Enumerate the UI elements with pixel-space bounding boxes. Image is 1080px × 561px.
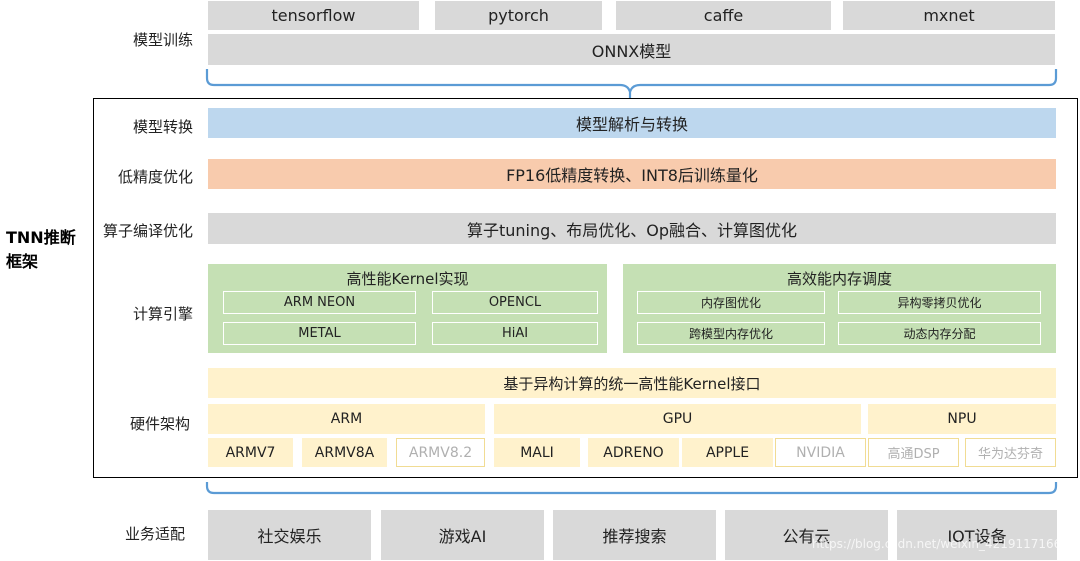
hw-group-arm: ARM: [208, 404, 485, 434]
chip-huawei-davinci: 华为达芬奇: [965, 438, 1056, 467]
kernel-item-arm-neon: ARM NEON: [223, 291, 416, 314]
hw-group-gpu: GPU: [494, 404, 861, 434]
memory-item-graph: 内存图优化: [637, 291, 825, 314]
framework-tensorflow: tensorflow: [208, 1, 419, 30]
business-iot-device: IOT设备: [897, 510, 1057, 560]
label-low-precision: 低精度优化: [118, 168, 194, 186]
op-compile-bar: 算子tuning、布局优化、Op融合、计算图优化: [208, 213, 1056, 244]
memory-item-zero-copy: 异构零拷贝优化: [838, 291, 1041, 314]
tnn-framework-frame: [93, 98, 1078, 478]
label-model-conversion: 模型转换: [133, 118, 194, 136]
onnx-model: ONNX模型: [208, 34, 1055, 65]
chip-apple: APPLE: [682, 438, 773, 467]
kernel-item-opencl: OPENCL: [432, 291, 598, 314]
low-precision-bar: FP16低精度转换、INT8后训练量化: [208, 159, 1056, 189]
business-recommend-search: 推荐搜索: [553, 510, 716, 560]
chip-mali: MALI: [494, 438, 580, 467]
framework-mxnet: mxnet: [843, 1, 1055, 30]
memory-item-cross-model: 跨模型内存优化: [637, 322, 825, 345]
framework-caffe: caffe: [616, 1, 831, 30]
chip-armv7: ARMV7: [208, 438, 293, 467]
chip-armv8-2: ARMV8.2: [396, 438, 485, 467]
memory-panel-title: 高效能内存调度: [786, 269, 892, 288]
label-model-training: 模型训练: [133, 31, 194, 49]
framework-title: TNN推断 框架: [6, 226, 76, 274]
memory-item-dynamic: 动态内存分配: [838, 322, 1041, 345]
kernel-panel-title: 高性能Kernel实现: [346, 269, 469, 288]
bottom-brace: [205, 482, 1058, 495]
framework-title-line-1: TNN推断: [6, 228, 76, 247]
watermark: https://blog.csdn.net/weixin_42191171661: [812, 537, 1069, 551]
label-hardware: 硬件架构: [130, 415, 191, 433]
label-compute-engine: 计算引擎: [133, 305, 194, 323]
unified-kernel-interface: 基于异构计算的统一高性能Kernel接口: [208, 368, 1056, 398]
chip-adreno: ADRENO: [588, 438, 679, 467]
business-social-entertainment: 社交娱乐: [208, 510, 371, 560]
kernel-item-hiai: HiAI: [432, 322, 598, 345]
label-business: 业务适配: [125, 525, 186, 543]
chip-nvidia: NVIDIA: [775, 438, 866, 467]
framework-title-line-2: 框架: [6, 252, 39, 271]
chip-armv8a: ARMV8A: [302, 438, 387, 467]
business-public-cloud: 公有云: [725, 510, 888, 560]
label-op-compile: 算子编译优化: [103, 222, 194, 240]
chip-qualcomm-dsp: 高通DSP: [868, 438, 959, 467]
top-brace: [205, 69, 1058, 99]
framework-pytorch: pytorch: [435, 1, 602, 30]
model-conversion-bar: 模型解析与转换: [208, 108, 1056, 138]
business-game-ai: 游戏AI: [381, 510, 544, 560]
kernel-item-metal: METAL: [223, 322, 416, 345]
hw-group-npu: NPU: [868, 404, 1056, 434]
